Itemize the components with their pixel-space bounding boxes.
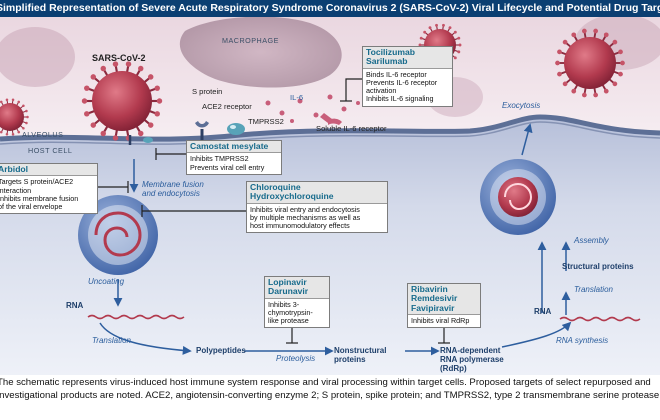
cell-membrane <box>0 114 660 142</box>
drug-mechanism: Targets S protein/ACE2 <box>0 177 74 187</box>
rdrp-label-2: RNA polymerase <box>440 355 504 364</box>
uncoating-label: Uncoating <box>88 277 125 286</box>
virion-background <box>555 28 625 98</box>
membrane-fusion-label: Membrane fusion <box>142 180 204 189</box>
drug-title: Tocilizumab Sarilumab <box>363 47 452 69</box>
drug-mechanism: Inhibits viral RdRp <box>411 316 470 326</box>
drug-title: Lopinavir Darunavir <box>265 277 329 299</box>
nonstructural-label: Nonstructural <box>334 346 387 355</box>
drug-mechanism: like protease <box>268 316 309 326</box>
rdrp-label-1: RNA-dependent <box>440 346 501 355</box>
caption-line: The schematic represents virus-induced h… <box>0 377 651 388</box>
il6-cytokines <box>265 94 360 123</box>
s-protein-label: S protein <box>192 87 223 96</box>
tmprss2-label: TMPRSS2 <box>248 117 284 126</box>
soluble-il6-receptor-icon <box>320 113 342 125</box>
arrow-rna-synthesis <box>501 321 572 348</box>
polypeptides-label: Polypeptides <box>196 346 246 355</box>
alveolus-label: ALVEOLUS <box>22 130 64 139</box>
background-cell <box>0 27 75 87</box>
assembled-rna-coil <box>504 182 533 211</box>
figure-caption: The schematic represents virus-induced h… <box>0 377 660 420</box>
drug-mechanism: of the viral envelope <box>0 202 63 212</box>
assembly-label: Assembly <box>574 236 609 245</box>
drug-box-ribavirin: Ribavirin Remdesivir Favipiravir Inhibit… <box>407 283 481 329</box>
drug-mechanism: Inhibits membrane fusion <box>0 193 79 203</box>
structural-proteins-label: Structural proteins <box>562 262 634 271</box>
viral-rna-coil <box>94 211 142 257</box>
arrow-exocytosis <box>521 123 533 156</box>
drug-mechanism: Inhibits TMPRSS2 <box>190 154 249 164</box>
translation-label-right: Translation <box>574 285 613 294</box>
virion-background <box>0 98 29 136</box>
drug-mechanism: Inhibits 3- <box>268 299 300 309</box>
drug-box-camostat: Camostat mesylate Inhibits TMPRSS2 Preve… <box>186 140 282 175</box>
drug-mechanism: Binds IL-6 receptor <box>366 69 427 79</box>
rna-label-left: RNA <box>66 301 84 310</box>
drug-mechanism: activation <box>366 86 397 96</box>
drug-mechanism: chymotrypsin- <box>268 308 313 318</box>
drug-title: Chloroquine Hydroxychloroquine <box>247 182 387 204</box>
drug-mechanism: Inhibits IL-6 signaling <box>366 94 434 104</box>
soluble-il6-receptor-label: Soluble IL-6 receptor <box>316 124 387 133</box>
sars-cov-2-label: SARS-CoV-2 <box>92 53 146 63</box>
rdrp-label-3: (RdRp) <box>440 364 467 373</box>
macrophage-label: MACROPHAGE <box>222 36 279 45</box>
rna-strand-left <box>87 314 185 320</box>
caption-line: investigational products are noted. ACE2… <box>0 389 660 401</box>
drug-title: Ribavirin Remdesivir Favipiravir <box>408 284 480 316</box>
drug-mechanism: interaction <box>0 185 32 195</box>
figure-title: Simplified Representation of Severe Acut… <box>0 0 660 17</box>
arrow-translation-left <box>99 322 192 355</box>
endocytosis-label: and endocytosis <box>142 189 200 198</box>
drug-mechanism: Prevents IL-6 receptor <box>366 78 438 88</box>
rna-strand-right <box>559 316 641 322</box>
drug-title: Camostat mesylate <box>187 141 281 154</box>
drug-title: Arbidol <box>0 164 97 177</box>
drug-mechanism: Prevents viral cell entry <box>190 162 265 172</box>
nonstructural-proteins-label: proteins <box>334 355 366 364</box>
cell-membrane-inner <box>0 121 660 145</box>
proteolysis-label: Proteolysis <box>276 354 316 363</box>
sars-cov-2-virion <box>81 61 163 141</box>
host-cell-label: HOST CELL <box>28 146 73 155</box>
inhibit-toci <box>345 78 362 101</box>
rna-label-right: RNA <box>534 307 552 316</box>
drug-mechanism: by multiple mechanisms as well as <box>250 213 361 223</box>
macrophage-cell <box>179 17 342 88</box>
drug-box-chloroquine: Chloroquine Hydroxychloroquine Inhibits … <box>246 181 388 234</box>
exocytosis-label: Exocytosis <box>502 101 541 110</box>
ace2-receptor-label: ACE2 receptor <box>202 102 252 111</box>
il6-label: IL-6 <box>290 93 304 102</box>
drug-box-lopinavir: Lopinavir Darunavir Inhibits 3- chymotry… <box>264 276 330 329</box>
drug-box-tocilizumab: Tocilizumab Sarilumab Binds IL-6 recepto… <box>362 46 453 107</box>
translation-label-left: Translation <box>92 336 131 345</box>
drug-box-arbidol: Arbidol Targets S protein/ACE2 interacti… <box>0 163 98 215</box>
drug-mechanism: host immunomodulatory effects <box>250 221 350 231</box>
drug-mechanism: Inhibits viral entry and endocytosis <box>250 204 360 214</box>
rna-synthesis-label: RNA synthesis <box>556 336 609 345</box>
lifecycle-diagram <box>0 17 660 375</box>
tmprss2-icon <box>143 123 245 143</box>
